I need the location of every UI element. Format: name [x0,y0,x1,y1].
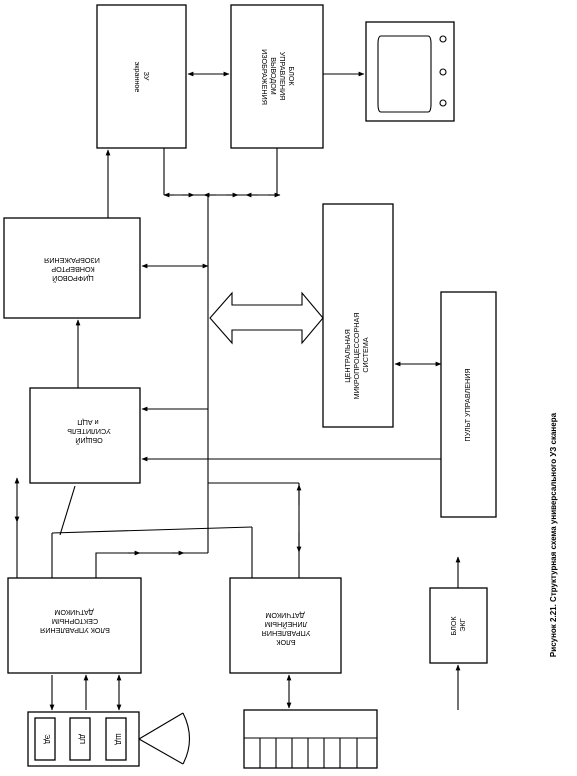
cpu-block: ЦЕНТРАЛЬНАЯ МИКРОПРОЦЕССОРНАЯ СИСТЕМА [322,203,394,428]
memory-label-0: ЗУ [142,72,151,81]
display-control-block: БЛОК УПРАВЛЕНИЯ ВЫВОДОМ ИЗОБРАЖЕНИЯ [230,4,324,149]
linear-label-3: ДАТЧИКОМ [265,611,304,620]
display-ctrl-label-1: УПРАВЛЕНИЯ [278,52,287,101]
display-ctrl-label-3: ИЗОБРАЖЕНИЯ [260,49,269,105]
probe-part-ed: ЭД [43,734,52,744]
sector-label-0: БЛОК УПРАВЛЕНИЯ [40,626,110,635]
linear-label-2: ЛИНЕЙНЫМ [265,620,308,629]
probe-part-shd: ШД [114,733,123,745]
linear-array-probe [243,709,378,769]
monitor-icon [365,21,455,122]
cpu-label-1: МИКРОПРОЦЕССОРНАЯ [352,313,361,400]
amp-label-2: и АЦП [77,418,98,427]
svg-text:ЦИФРОВОЙ КОНВЕРТОР: ЦИФРОВОЙ КОНВЕРТОР ИЗОБРАЖЕНИЯ [44,256,100,283]
memory-block: ЗУ экранное [96,4,187,149]
svg-text:ЗУ экранное: ЗУ экранное [133,62,151,93]
ekg-label-0: БЛОК [449,616,458,636]
ekg-label-1: ЭКГ [458,618,467,631]
sector-sensor-control-block: БЛОК УПРАВЛЕНИЯ СЕКТОРНЫМ ДАТЧИКОМ [7,577,142,674]
linear-label-1: УПРАВЛЕНИЯ [262,629,311,638]
panel-label-0: ПУЛЬТ УПРАВЛЕНИЯ [463,368,472,441]
display-ctrl-label-2: ВЫВОДОМ [269,57,278,95]
linear-label-0: БЛОК [276,638,296,647]
amp-label-0: ОБЩИЙ [75,436,102,445]
sector-label-1: СЕКТОРНЫМ [52,617,98,626]
figure-caption: Рисунок 2.21. Структурная схема универса… [549,412,558,657]
svg-text:БЛОК УПРАВЛЕНИЯ ВЫ: БЛОК УПРАВЛЕНИЯ ВЫВОДОМ ИЗОБРАЖЕНИЯ [260,49,296,105]
svg-text:БЛОК ЭКГ: БЛОК ЭКГ [449,614,467,635]
connections [14,71,461,711]
probe-part-dp: ДП [78,734,87,744]
linear-sensor-control-block: БЛОК УПРАВЛЕНИЯ ЛИНЕЙНЫМ ДАТЧИКОМ [229,577,342,674]
ekg-block: БЛОК ЭКГ [429,587,488,664]
amp-label-1: УСИЛИТЕЛЬ [67,427,111,436]
sector-probe: ЭД ДП ШД [27,711,191,767]
converter-label-1: КОНВЕРТОР [51,265,95,274]
scan-converter-block: ЦИФРОВОЙ КОНВЕРТОР ИЗОБРАЖЕНИЯ [3,217,141,319]
memory-label-1: экранное [133,62,142,93]
control-panel-block: ПУЛЬТ УПРАВЛЕНИЯ [440,291,497,518]
bus-arrow [209,291,324,345]
svg-text:ЦЕНТРАЛЬНАЯ МИКРОПРОЦЕСС: ЦЕНТРАЛЬНАЯ МИКРОПРОЦЕССОРНАЯ СИСТЕМА [343,311,370,400]
cpu-label-0: ЦЕНТРАЛЬНАЯ [343,329,352,383]
amplifier-block: ОБЩИЙ УСИЛИТЕЛЬ и АЦП [29,387,141,484]
svg-text:ОБЩИЙ УСИЛИТЕЛЬ и: ОБЩИЙ УСИЛИТЕЛЬ и АЦП [65,418,110,445]
svg-text:ПУЛЬТ УПРАВЛЕНИЯ: ПУЛЬТ УПРАВЛЕНИЯ [463,368,472,441]
cpu-label-2: СИСТЕМА [361,337,370,372]
svg-text:БЛОК УПРАВЛЕНИЯ СЕКТОРНЫ: БЛОК УПРАВЛЕНИЯ СЕКТОРНЫМ ДАТЧИКОМ [38,608,110,635]
converter-label-2: ИЗОБРАЖЕНИЯ [44,256,100,265]
display-ctrl-label-0: БЛОК [287,66,296,86]
converter-label-0: ЦИФРОВОЙ [52,274,94,283]
svg-text:БЛОК УПРАВЛЕНИЯ ЛИ: БЛОК УПРАВЛЕНИЯ ЛИНЕЙНЫМ ДАТЧИКОМ [260,611,311,647]
sector-label-2: ДАТЧИКОМ [54,608,93,617]
